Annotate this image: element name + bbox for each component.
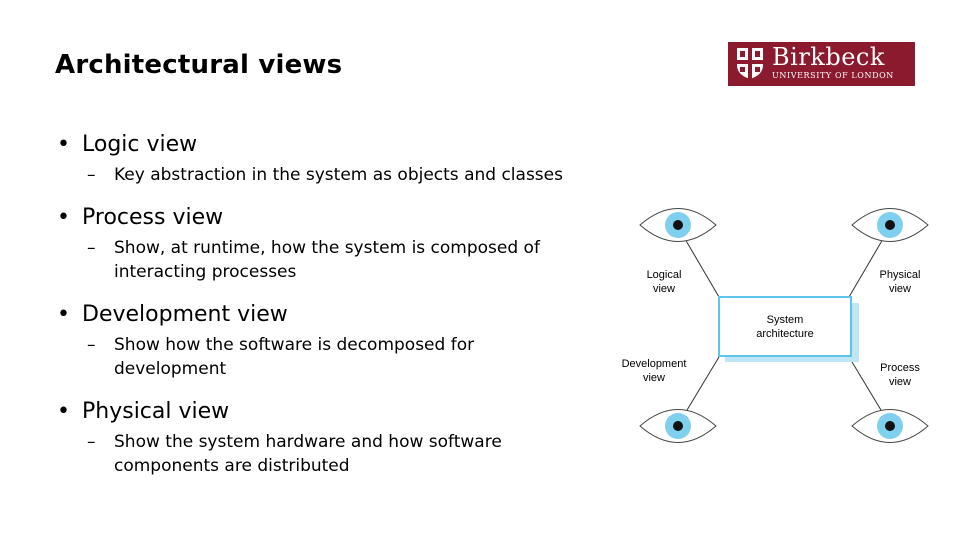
logo-subtitle: UNIVERSITY OF LONDON [772,71,894,80]
process-view-label-1: Process [880,362,920,374]
system-label-line-2: architecture [756,328,813,340]
sub-bullet: –Show the system hardware and how softwa… [87,432,502,476]
eye-icon [851,409,929,443]
crest-icon [737,48,763,79]
bullet-physical-view: Physical view [55,397,655,427]
bullet-logic-view: Logic view [55,130,655,160]
sub-bullet: –Show, at runtime, how the system is com… [87,238,540,282]
architecture-diagram: System architecture Logical view Physica… [622,208,929,443]
physical-view-label-2: view [889,283,911,295]
development-view-label-1: Development [622,358,687,370]
sub-bullet: –Show how the software is decomposed for… [87,335,475,379]
eye-icon [639,208,717,242]
logical-view-label-2: view [653,283,675,295]
development-view-label-2: view [643,372,665,384]
logical-view-label-1: Logical [647,269,682,281]
physical-view-label-1: Physical [880,269,921,281]
sub-bullet: –Key abstraction in the system as object… [87,165,563,185]
slide-title: Architectural views [55,50,343,80]
logo-name: Birkbeck [772,43,885,71]
bullet-process-view: Process view [55,203,655,233]
bullet-list: Logic view –Key abstraction in the syste… [55,130,655,478]
system-architecture-box [718,296,852,357]
birkbeck-logo: Birkbeck UNIVERSITY OF LONDON [728,42,915,86]
bullet-development-view: Development view [55,300,655,330]
system-label-line-1: System [767,314,804,326]
process-view-label-2: view [889,376,911,388]
eye-icon [851,208,929,242]
eye-icon [639,409,717,443]
